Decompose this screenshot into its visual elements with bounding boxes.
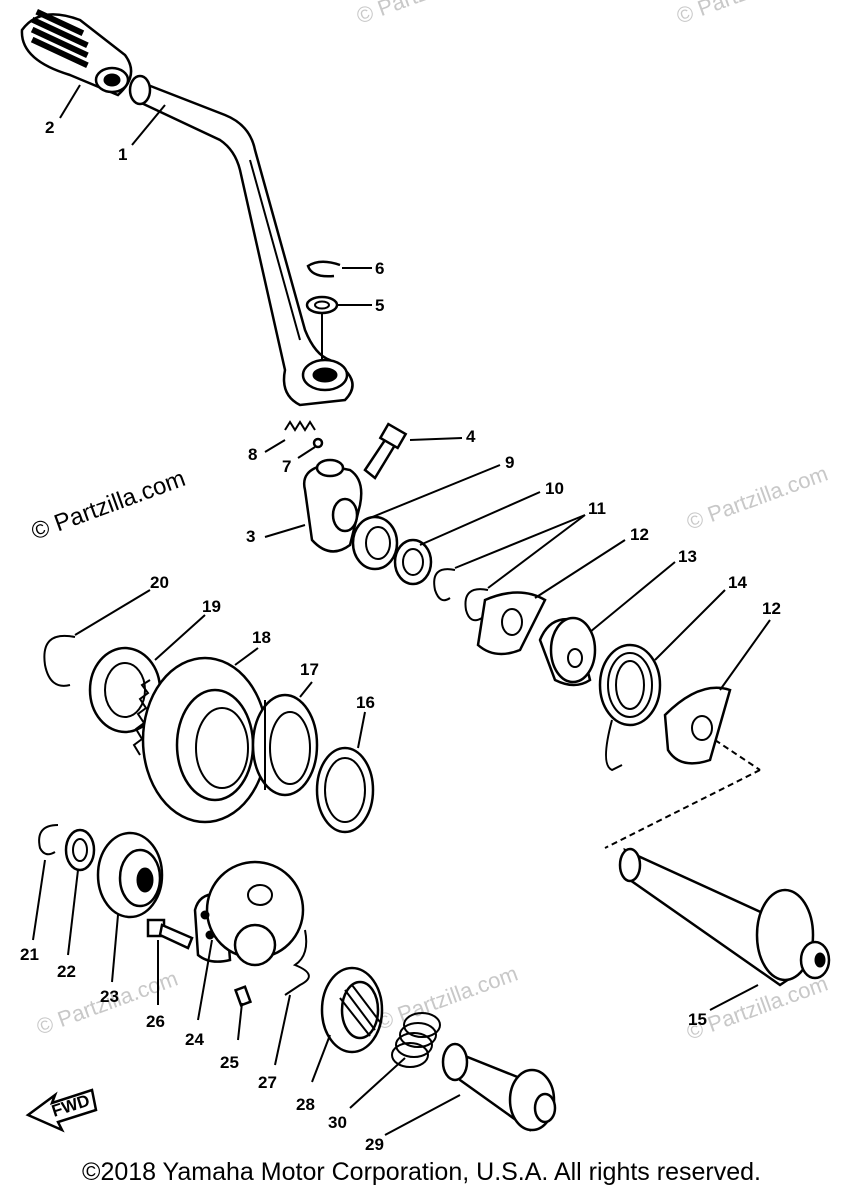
part-24-stopper xyxy=(193,860,305,967)
callout-16: 16 xyxy=(356,693,375,712)
callout-4: 4 xyxy=(466,427,476,446)
callout-11: 11 xyxy=(588,499,606,518)
callout-25: 25 xyxy=(220,1053,239,1072)
part-26-bolt xyxy=(146,918,194,950)
part-27-clip xyxy=(284,929,310,996)
part-17-clip xyxy=(251,693,319,797)
callout-24: 24 xyxy=(185,1030,204,1049)
callout-19: 19 xyxy=(202,597,221,616)
part-16-washer xyxy=(315,746,375,834)
part-13-sleeve xyxy=(538,616,597,687)
callout-20: 20 xyxy=(150,573,169,592)
part-8-spring xyxy=(284,420,316,432)
part-22-washer xyxy=(64,828,96,872)
part-5-washer xyxy=(305,295,339,315)
callout-5: 5 xyxy=(375,296,384,315)
callout-10: 10 xyxy=(545,479,564,498)
part-12-guide-lower xyxy=(663,686,732,765)
callout-27: 27 xyxy=(258,1073,277,1092)
callout-6: 6 xyxy=(375,259,384,278)
part-7-ball xyxy=(312,437,324,449)
part-29-shaft xyxy=(441,1042,557,1132)
part-3-boss xyxy=(302,458,363,553)
callout-3: 3 xyxy=(246,527,255,546)
callout-7: 7 xyxy=(282,457,291,476)
callout-8: 8 xyxy=(248,445,257,464)
watermark-main: © Partzilla.com xyxy=(28,465,189,546)
part-4-bolt xyxy=(363,422,408,480)
callout-14: 14 xyxy=(728,573,747,592)
part-30-spring xyxy=(391,1012,441,1068)
callout-2: 2 xyxy=(45,118,54,137)
watermark-faint-2: © Partzilla.com xyxy=(673,0,821,29)
callout-17: 17 xyxy=(300,660,319,679)
watermark-faint-1: © Partzilla.com xyxy=(353,0,501,29)
part-2-grip xyxy=(20,8,133,97)
callout-21: 21 xyxy=(20,945,39,964)
watermark-faint-5: © Partzilla.com xyxy=(373,961,521,1035)
callout-18: 18 xyxy=(252,628,271,647)
part-14-spring xyxy=(598,643,662,772)
part-9-oil-seal xyxy=(351,515,399,571)
callout-1: 1 xyxy=(118,145,127,164)
watermark-faint-3: © Partzilla.com xyxy=(683,461,831,535)
callout-group: 1 2 3 4 5 6 7 8 9 10 11 12 xyxy=(20,84,781,1154)
callout-29: 29 xyxy=(365,1135,384,1154)
part-21-circlip xyxy=(38,824,59,856)
part-1-kick-lever xyxy=(128,74,354,407)
callout-28: 28 xyxy=(296,1095,315,1114)
part-23-gear xyxy=(96,831,164,919)
callout-12-upper: 12 xyxy=(630,525,649,544)
callout-13: 13 xyxy=(678,547,697,566)
part-6-clip xyxy=(306,260,341,278)
part-11-circlip-a xyxy=(433,568,456,602)
part-15-kick-axle xyxy=(618,847,831,987)
part-18-gear xyxy=(132,656,269,824)
callout-15: 15 xyxy=(688,1010,707,1029)
callout-23: 23 xyxy=(100,987,119,1006)
part-11-circlip-b xyxy=(464,588,489,622)
part-25-pin xyxy=(233,985,253,1007)
callout-30: 30 xyxy=(328,1113,347,1132)
part-10-washer xyxy=(393,538,433,586)
part-12-guide-upper xyxy=(476,591,547,656)
part-20-circlip xyxy=(43,634,76,687)
callout-22: 22 xyxy=(57,962,76,981)
fwd-arrow-icon: FWD xyxy=(25,1088,98,1133)
callout-9: 9 xyxy=(505,453,514,472)
watermark-faint-6: © Partzilla.com xyxy=(683,971,831,1045)
part-28-gear xyxy=(320,966,384,1054)
copyright-notice: ©2018 Yamaha Motor Corporation, U.S.A. A… xyxy=(82,1158,761,1186)
callout-12-lower: 12 xyxy=(762,599,781,618)
callout-26: 26 xyxy=(146,1012,165,1031)
